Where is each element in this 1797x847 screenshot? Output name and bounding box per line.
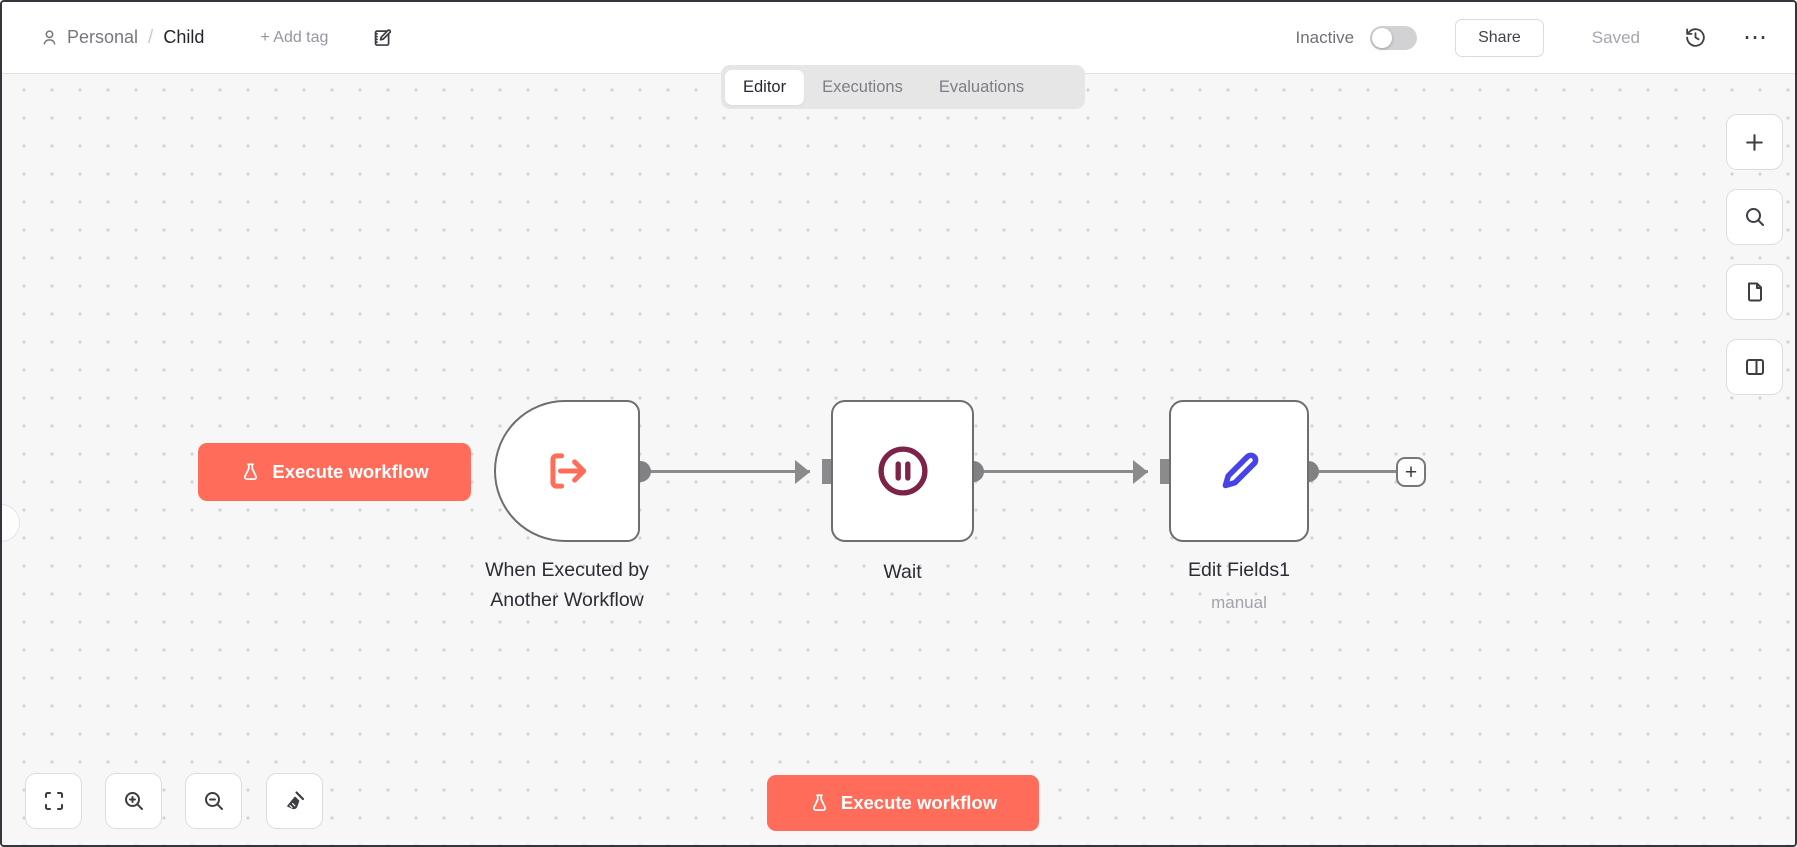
- execute-workflow-label: Execute workflow: [272, 461, 429, 482]
- search-icon: [1745, 208, 1764, 226]
- node-label-edit: Edit Fields1 manual: [1139, 555, 1339, 618]
- breadcrumb: Personal / Child: [40, 27, 204, 49]
- left-panel-handle[interactable]: [2, 504, 20, 542]
- node-label-trigger: When Executed by Another Workflow: [434, 555, 700, 615]
- zoom-in-button[interactable]: [105, 773, 162, 829]
- sticky-note-panel-button[interactable]: [1726, 264, 1783, 320]
- breadcrumb-separator: /: [148, 26, 154, 48]
- tab-evaluations[interactable]: Evaluations: [938, 77, 1025, 96]
- history-icon: [1686, 28, 1705, 47]
- connection-trigger-to-wait[interactable]: [648, 470, 810, 473]
- zoom-in-icon: [124, 792, 143, 810]
- workflow-history-button[interactable]: [1684, 26, 1707, 49]
- node-label-wait: Wait: [883, 561, 922, 583]
- node-when-executed-by-another-workflow[interactable]: [494, 400, 640, 542]
- trigger-label-line1: When Executed by: [485, 559, 649, 581]
- note-pen-icon: [375, 28, 392, 46]
- share-button[interactable]: Share: [1455, 18, 1544, 57]
- search-panel-button[interactable]: [1726, 189, 1783, 245]
- trigger-label-line2: Another Workflow: [490, 589, 644, 611]
- top-bar-actions: Inactive Share Saved ⋯: [1295, 18, 1770, 57]
- logs-panel-button[interactable]: [1726, 339, 1783, 395]
- breadcrumb-project-label: Personal: [67, 27, 139, 47]
- workflow-status-label: Inactive: [1295, 27, 1355, 47]
- fit-view-icon: [44, 791, 63, 811]
- workflow-canvas[interactable]: Execute workflow When Executed by Anothe…: [2, 74, 1795, 845]
- activate-toggle[interactable]: [1370, 25, 1418, 50]
- log-out-arrow-icon: [550, 453, 587, 489]
- zoom-out-button[interactable]: [185, 773, 242, 829]
- connection-edit-to-plus[interactable]: [1318, 470, 1396, 473]
- execute-workflow-button-canvas[interactable]: Execute workflow: [198, 443, 471, 501]
- execute-workflow-button-bottom[interactable]: Execute workflow: [767, 775, 1039, 831]
- flask-icon: [812, 793, 826, 811]
- zoom-out-icon: [204, 792, 223, 810]
- document-icon: [1747, 282, 1762, 302]
- add-node-panel-button[interactable]: [1726, 114, 1783, 170]
- toggle-knob: [1372, 27, 1393, 48]
- connection-arrowhead: [1133, 460, 1148, 484]
- breadcrumb-project[interactable]: Personal: [40, 27, 138, 48]
- broom-icon: [286, 791, 304, 810]
- tidy-up-button[interactable]: [266, 773, 323, 829]
- node-wait[interactable]: [831, 400, 974, 542]
- tab-editor[interactable]: Editor: [725, 69, 805, 105]
- split-panel-icon: [1745, 359, 1764, 375]
- workflow-note-button[interactable]: [372, 27, 394, 49]
- flask-icon: [244, 462, 258, 480]
- fit-view-button[interactable]: [25, 773, 82, 829]
- edit-label: Edit Fields1: [1188, 559, 1290, 581]
- save-status-badge: Saved: [1591, 27, 1640, 47]
- connection-arrowhead: [795, 460, 810, 484]
- execute-workflow-label: Execute workflow: [840, 792, 998, 813]
- connection-wait-to-edit[interactable]: [983, 470, 1148, 473]
- view-tabs: Editor Executions Evaluations: [721, 65, 1085, 109]
- user-icon: [43, 30, 56, 45]
- node-edit-fields1[interactable]: [1169, 400, 1309, 542]
- plus-icon: [1746, 133, 1763, 151]
- edit-subtitle: manual: [1211, 593, 1267, 612]
- add-node-button[interactable]: +: [1396, 457, 1426, 487]
- pause-circle-icon: [877, 446, 928, 496]
- more-options-button[interactable]: ⋯: [1743, 23, 1769, 51]
- tab-executions[interactable]: Executions: [822, 77, 903, 96]
- add-tag-button[interactable]: + Add tag: [260, 28, 329, 46]
- top-bar: Personal / Child + Add tag Inactive Shar…: [2, 2, 1795, 74]
- workflow-title[interactable]: Child: [163, 27, 205, 47]
- pen-icon: [1222, 452, 1259, 489]
